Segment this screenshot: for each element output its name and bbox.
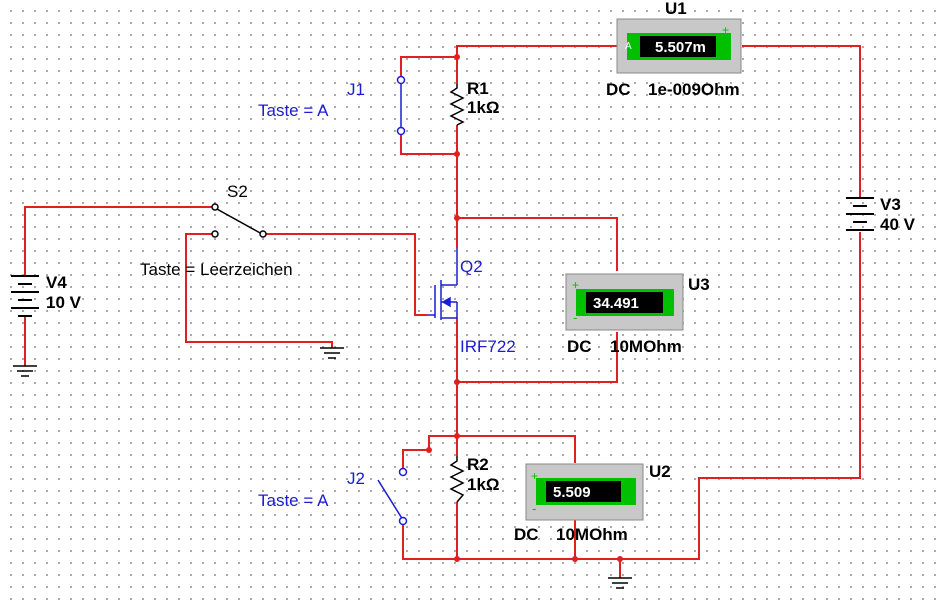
v3-name: V3 [880, 195, 901, 214]
u3-name: U3 [688, 275, 710, 294]
resistor-r1[interactable]: R1 1kΩ [449, 79, 500, 126]
j1-name: J1 [347, 80, 365, 99]
u1-reading: 5.507m [655, 39, 706, 56]
u1-name: U1 [665, 0, 687, 18]
voltmeter-u2[interactable]: 5.509 + - V U2 DC 10MOhm [514, 462, 671, 544]
q2-name: Q2 [460, 257, 483, 276]
u3-reading: 34.491 [593, 295, 639, 312]
u1-mode: DC [606, 80, 631, 99]
u2-name: U2 [649, 462, 671, 481]
u3-terminal-minus: - [573, 310, 577, 325]
wire-s2-gate[interactable] [265, 233, 427, 316]
u1-terminal-plus: + [722, 23, 729, 37]
ammeter-u1[interactable]: 5.507m A + U1 DC 1e-009Ohm [606, 0, 742, 99]
wire-j1-bottom[interactable] [400, 133, 457, 155]
r2-name: R2 [467, 455, 489, 474]
u3-unit: V [667, 297, 675, 309]
ground-icon [13, 365, 37, 377]
v4-name: V4 [46, 273, 67, 292]
mosfet-q2[interactable] [427, 248, 458, 320]
u2-reading: 5.509 [553, 484, 591, 501]
v3-value: 40 V [880, 215, 916, 234]
wires [24, 45, 861, 578]
u2-mode: DC [514, 525, 539, 544]
r1-value: 1kΩ [467, 98, 500, 117]
switch-s2[interactable] [211, 203, 267, 238]
switch-j1[interactable] [396, 75, 406, 136]
u3-terminal-plus: + [572, 278, 579, 292]
ground-icon [608, 577, 632, 589]
resistor-r2[interactable]: R2 1kΩ [449, 455, 500, 503]
battery-v4[interactable] [11, 275, 39, 317]
j2-name: J2 [347, 469, 365, 488]
u2-unit: V [626, 487, 634, 499]
u3-resistance: 10MOhm [610, 337, 682, 356]
wire-drain-to-u3[interactable] [457, 217, 618, 271]
battery-v3[interactable] [846, 197, 874, 231]
junctions [426, 54, 623, 562]
ground-icon [320, 347, 344, 359]
wire-s2-ground[interactable] [185, 233, 333, 348]
u2-terminal-plus: + [531, 469, 538, 483]
q2-model: IRF722 [460, 337, 516, 356]
switch-j2[interactable] [377, 467, 408, 526]
wire-v4-top[interactable] [24, 206, 212, 275]
s2-key: Taste = Leerzeichen [140, 260, 293, 279]
wire-source[interactable] [456, 318, 618, 383]
s2-name: S2 [227, 182, 248, 201]
u2-resistance: 10MOhm [556, 525, 628, 544]
wire-j1-top[interactable] [400, 56, 457, 80]
r1-name: R1 [467, 79, 489, 98]
wire-top-left[interactable] [456, 45, 625, 84]
wire-u1-to-v3[interactable] [742, 45, 861, 197]
wire-r2-node[interactable] [402, 435, 576, 472]
j2-key: Taste = A [258, 491, 329, 510]
j1-key: Taste = A [258, 101, 329, 120]
u1-resistance: 1e-009Ohm [648, 80, 740, 99]
u3-mode: DC [567, 337, 592, 356]
v4-value: 10 V [46, 293, 82, 312]
u2-terminal-minus: - [532, 501, 536, 516]
r2-value: 1kΩ [467, 475, 500, 494]
u1-terminal-a: A [625, 41, 632, 52]
wire-j2-bottom[interactable] [402, 525, 457, 560]
voltmeter-u3[interactable]: 34.491 + - V U3 DC 10MOhm [565, 273, 710, 356]
